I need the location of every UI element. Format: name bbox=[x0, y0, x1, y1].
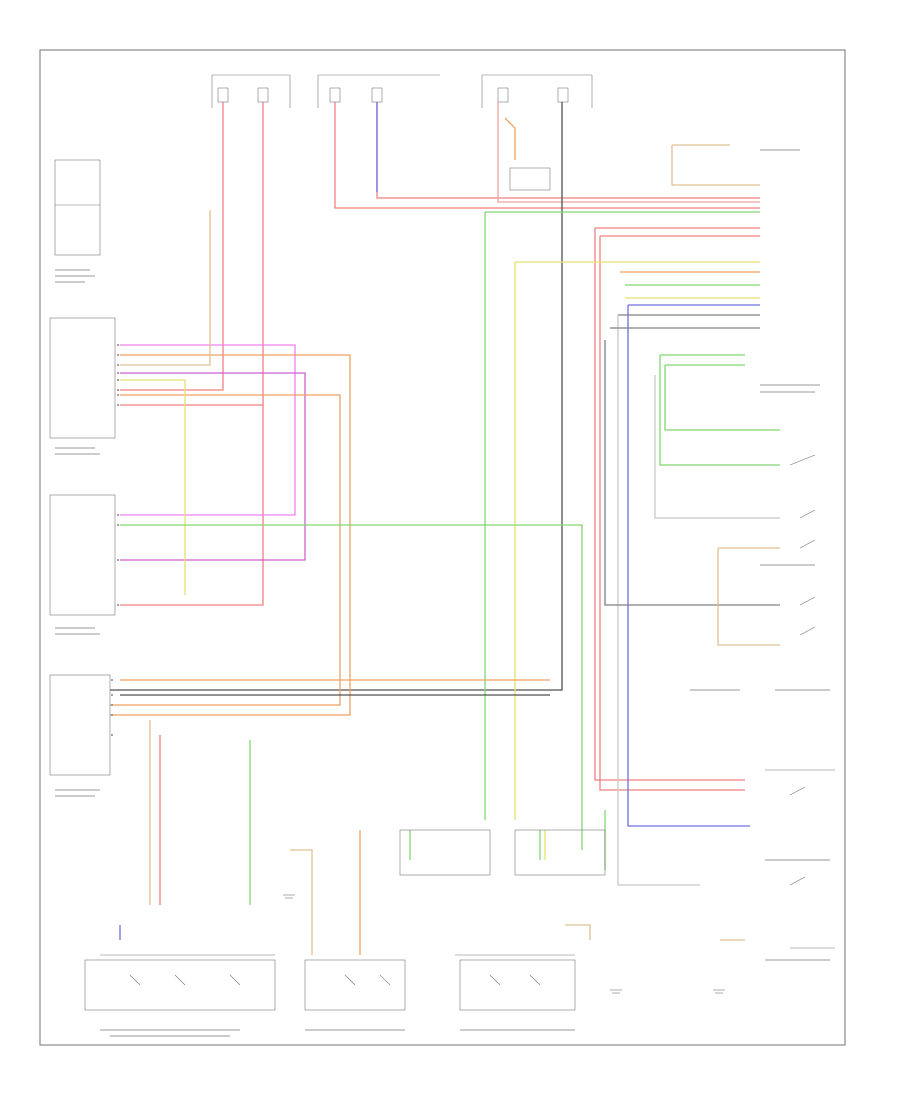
mid-bottom-modules bbox=[399, 829, 606, 876]
right-switches bbox=[765, 454, 835, 949]
bottom-switch-packs bbox=[84, 894, 725, 1011]
module-3-box bbox=[49, 674, 111, 776]
switch-pack-1-box bbox=[84, 959, 276, 1011]
switch-pack-3-box bbox=[459, 959, 576, 1011]
module-1-box bbox=[49, 317, 116, 439]
switch-pack-2-box bbox=[304, 959, 406, 1011]
top-fuse-blocks bbox=[211, 74, 593, 191]
diagram-frame bbox=[39, 49, 846, 1046]
module-2-box bbox=[49, 494, 116, 616]
wire-harness bbox=[110, 102, 780, 955]
label-marks bbox=[55, 149, 830, 1037]
main-switch-box bbox=[54, 159, 101, 256]
left-components bbox=[49, 159, 116, 776]
connector-pins bbox=[111, 344, 119, 736]
